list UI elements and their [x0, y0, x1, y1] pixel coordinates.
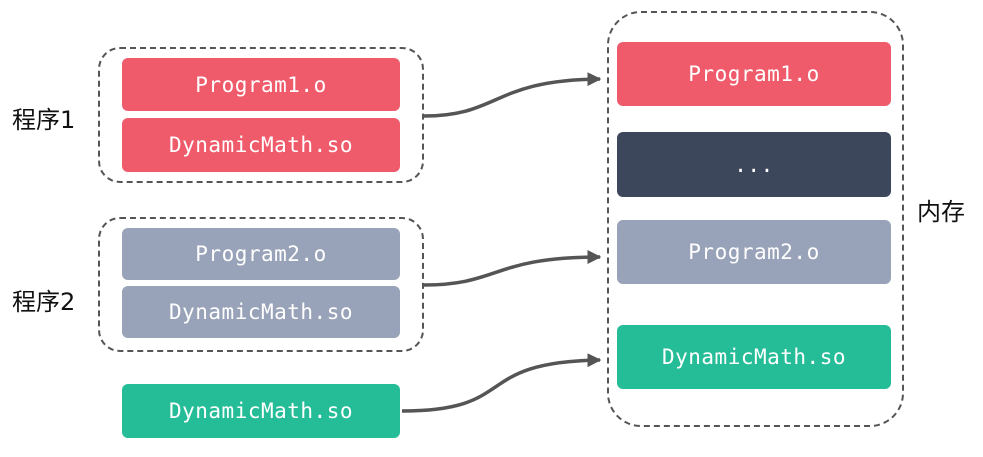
program1-label: 程序1 — [12, 106, 76, 134]
memory-group — [607, 11, 904, 427]
arrow-shared-lib-to-memory — [401, 353, 602, 413]
memory-ellipsis-block: ... — [617, 132, 891, 197]
memory-program1-block: Program1.o — [617, 42, 891, 106]
program2-dynamicmath-block: DynamicMath.so — [122, 286, 400, 338]
arrow-program1-to-memory — [423, 72, 602, 118]
memory-dynamicmath-block: DynamicMath.so — [617, 325, 891, 389]
program1-object-block: Program1.o — [122, 58, 400, 111]
program1-dynamicmath-block: DynamicMath.so — [122, 118, 400, 172]
memory-program2-block: Program2.o — [617, 220, 891, 284]
program2-label: 程序2 — [12, 288, 76, 316]
program2-group — [98, 217, 424, 352]
program1-group — [98, 47, 424, 183]
shared-dynamicmath-block: DynamicMath.so — [122, 384, 400, 438]
arrow-program2-to-memory — [423, 250, 602, 287]
memory-label: 内存 — [917, 198, 965, 226]
program2-object-block: Program2.o — [122, 228, 400, 280]
